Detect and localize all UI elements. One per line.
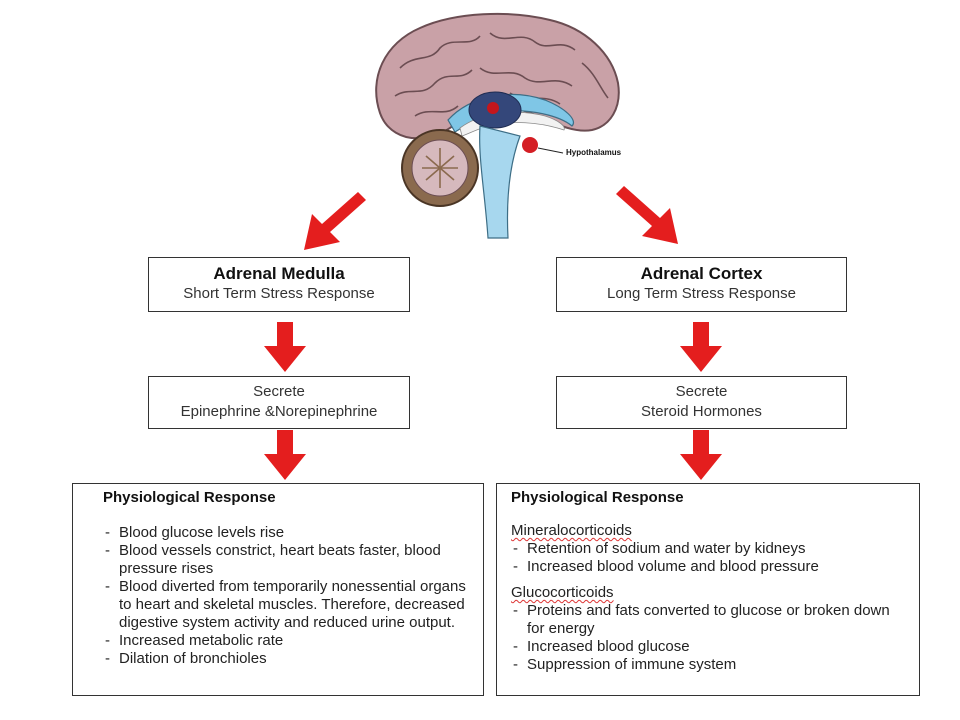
left-response-box: Physiological Response Blood glucose lev… xyxy=(72,483,484,696)
list-item: Increased blood volume and blood pressur… xyxy=(511,558,907,576)
pineal-dot xyxy=(487,102,499,114)
arrow-down-left-2 xyxy=(264,430,306,480)
secrete-left-line2: Epinephrine &Norepinephrine xyxy=(180,403,378,420)
list-item: Increased blood glucose xyxy=(511,638,907,656)
arrow-left-diagonal xyxy=(304,192,366,250)
adrenal-medulla-subtitle: Short Term Stress Response xyxy=(183,285,375,302)
list-item: Blood vessels constrict, heart beats fas… xyxy=(103,542,469,578)
brain-illustration xyxy=(375,12,620,239)
arrow-down-right-2 xyxy=(680,430,722,480)
right-response-title: Physiological Response xyxy=(511,489,684,506)
list-item: Blood glucose levels rise xyxy=(103,524,469,542)
secrete-left-box: Secrete Epinephrine &Norepinephrine xyxy=(148,376,410,429)
hypothalamus-label: Hypothalamus xyxy=(566,148,622,157)
secrete-right-line2: Steroid Hormones xyxy=(641,403,762,420)
mineralocorticoids-list: Retention of sodium and water by kidneys… xyxy=(511,540,907,576)
arrow-down-right-1 xyxy=(680,322,722,372)
adrenal-medulla-box: Adrenal Medulla Short Term Stress Respon… xyxy=(148,257,410,312)
glucocorticoids-list: Proteins and fats converted to glucose o… xyxy=(511,602,907,674)
secrete-left-line1: Secrete xyxy=(253,383,305,400)
brainstem-shape xyxy=(479,125,521,239)
gyri-lines xyxy=(394,32,609,117)
glucocorticoids-heading: Glucocorticoids xyxy=(511,584,614,601)
list-item: Retention of sodium and water by kidneys xyxy=(511,540,907,558)
adrenal-cortex-title: Adrenal Cortex xyxy=(640,264,763,283)
adrenal-medulla-title: Adrenal Medulla xyxy=(213,264,345,283)
list-item: Increased metabolic rate xyxy=(103,632,469,650)
secrete-right-line1: Secrete xyxy=(675,383,728,400)
list-item: Proteins and fats converted to glucose o… xyxy=(511,602,907,638)
list-item: Dilation of bronchioles xyxy=(103,650,469,668)
left-response-list: Blood glucose levels rise Blood vessels … xyxy=(103,524,469,668)
arrow-right-diagonal xyxy=(616,186,678,244)
left-response-title: Physiological Response xyxy=(103,489,276,506)
hypothalamus-pointer xyxy=(537,147,564,154)
secrete-right-box: Secrete Steroid Hormones xyxy=(556,376,847,429)
hypothalamus-dot xyxy=(522,137,538,153)
mineralocorticoids-heading: Mineralocorticoids xyxy=(511,522,632,539)
list-item: Suppression of immune system xyxy=(511,656,907,674)
adrenal-cortex-box: Adrenal Cortex Long Term Stress Response xyxy=(556,257,847,312)
right-response-box: Physiological Response Mineralocorticoid… xyxy=(496,483,920,696)
arrow-down-left-1 xyxy=(264,322,306,372)
adrenal-cortex-subtitle: Long Term Stress Response xyxy=(607,285,796,302)
list-item: Blood diverted from temporarily nonessen… xyxy=(103,578,469,632)
